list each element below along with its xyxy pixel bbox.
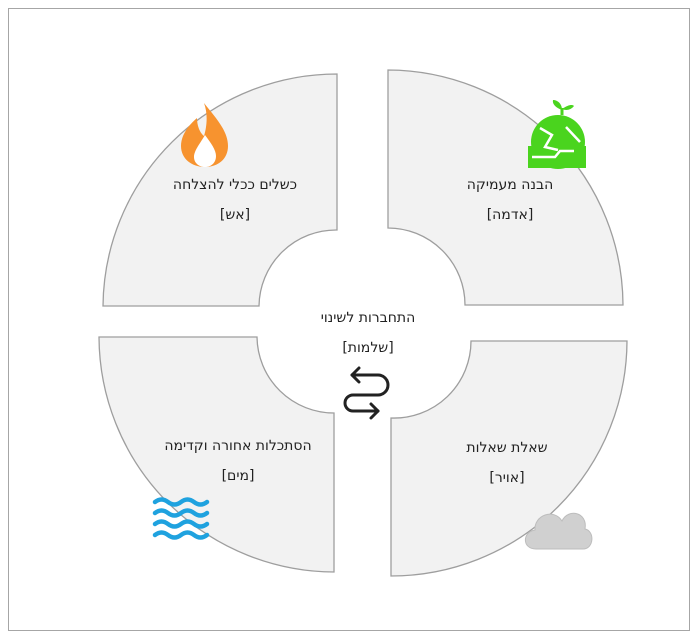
fire-tag: [אש] [219, 207, 251, 223]
center-title: התחברות לשינוי [320, 310, 416, 326]
earth-sprout-icon [528, 100, 586, 169]
segment-water [98, 336, 335, 573]
cycle-arrows-icon [343, 366, 390, 420]
quadrant-earth-label: הבנה מעמיקה [אדמה] [430, 170, 590, 230]
cloud-icon [524, 512, 593, 550]
water-tag: [מים] [221, 468, 255, 484]
water-title: הסתכלות אחורה וקדימה [164, 438, 312, 454]
center-label: התחברות לשינוי [שלמות] [293, 303, 443, 363]
segment-earth [387, 69, 624, 306]
air-tag: [אויר] [489, 470, 525, 486]
center-tag: [שלמות] [342, 340, 394, 356]
segment-air [390, 340, 628, 577]
segment-fire [102, 73, 338, 307]
earth-tag: [אדמה] [486, 207, 534, 223]
quadrant-fire-label: כשלים ככלי להצלחה [אש] [150, 170, 320, 230]
water-waves-icon [152, 497, 210, 540]
earth-title: הבנה מעמיקה [466, 177, 554, 193]
air-title: שאלת שאלות [466, 440, 548, 456]
quadrant-water-label: הסתכלות אחורה וקדימה [מים] [133, 431, 343, 491]
quadrant-air-label: שאלת שאלות [אויר] [437, 433, 577, 493]
fire-title: כשלים ככלי להצלחה [172, 177, 298, 193]
fire-icon [181, 103, 228, 167]
